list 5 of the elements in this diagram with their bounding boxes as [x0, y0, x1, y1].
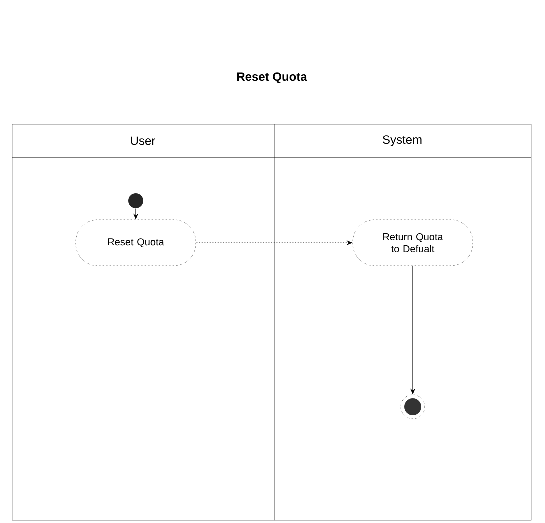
start-node: [128, 194, 144, 208]
activity-box: Return Quota to Defualt: [352, 220, 474, 266]
activity-box: Reset Quota: [76, 220, 196, 266]
title: Reset Quota: [237, 72, 308, 84]
end-node: [400, 394, 426, 420]
